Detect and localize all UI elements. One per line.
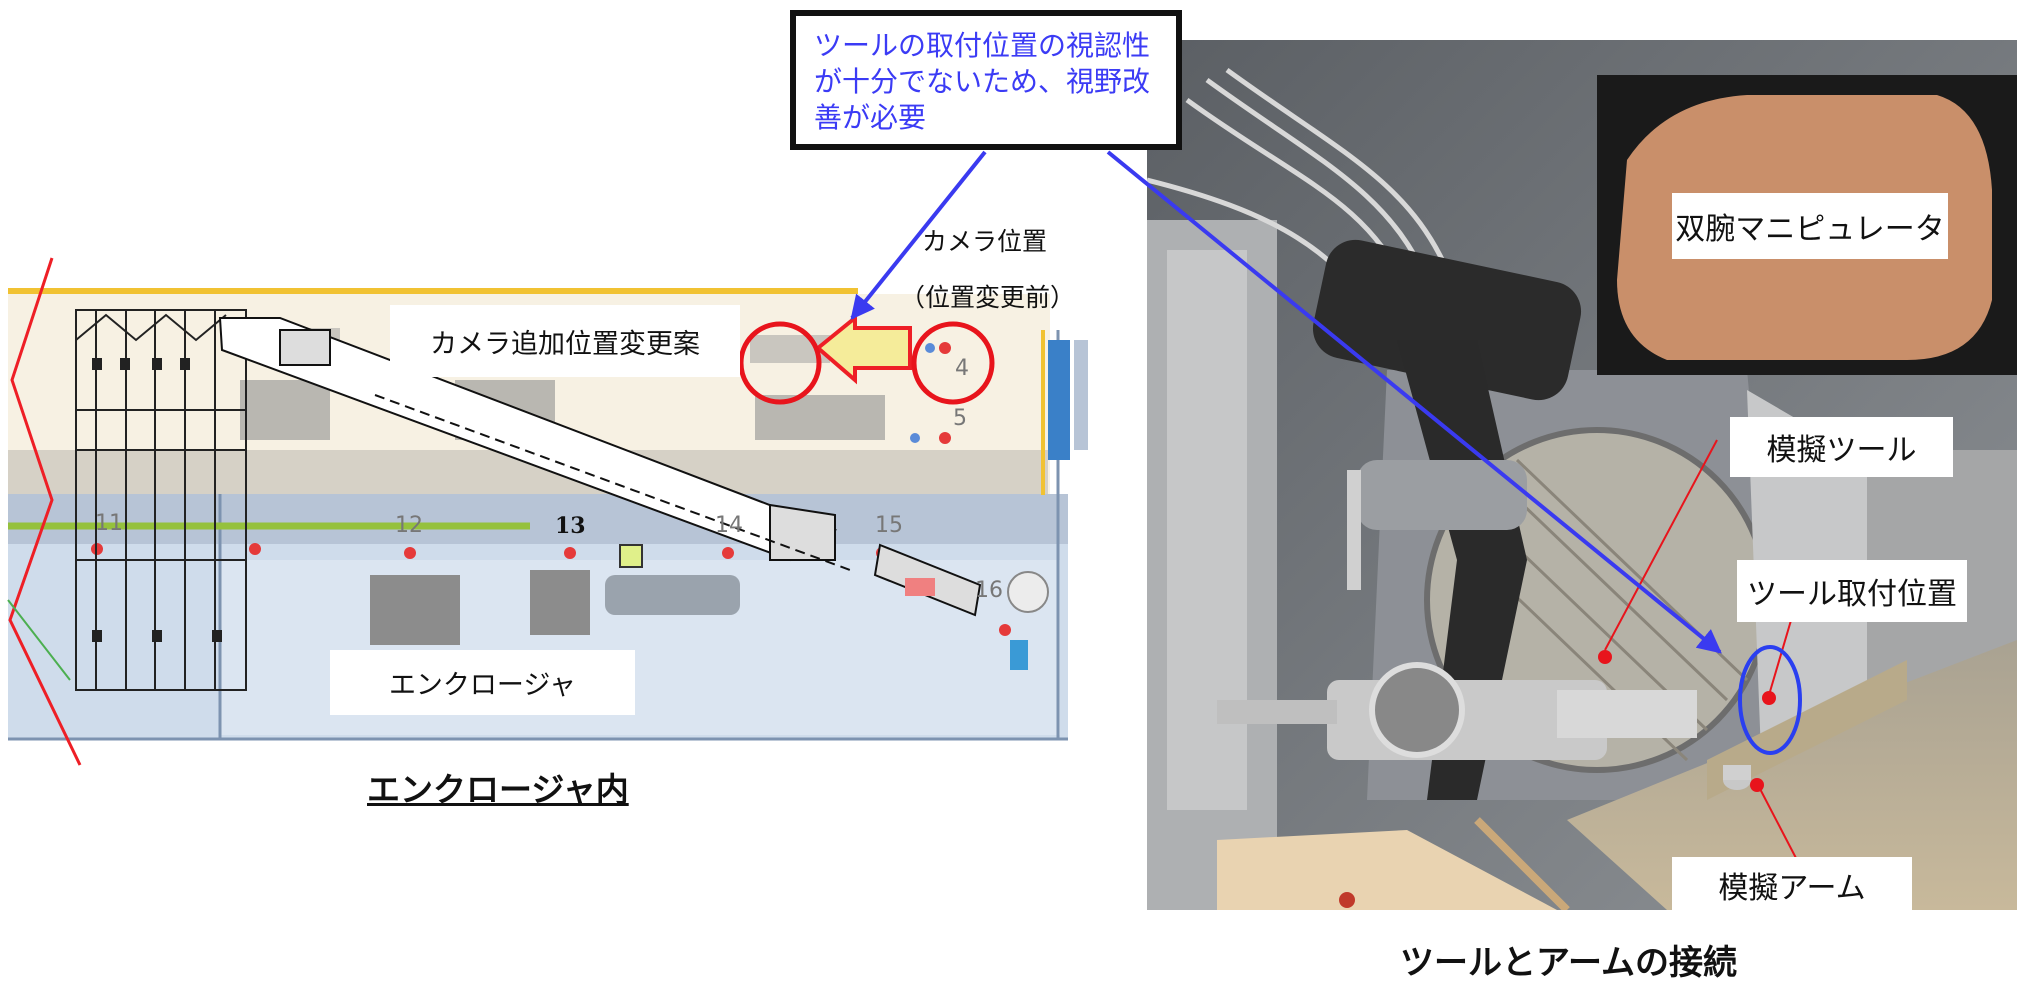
callout-line-2: が十分でないため、視野改	[814, 65, 1151, 98]
tool-mount-ring	[1738, 645, 1802, 755]
visibility-callout: ツールの取付位置の視認性 が十分でないため、視野改 善が必要	[790, 10, 1182, 150]
mock-arm-label: 模擬アーム	[1672, 857, 1912, 910]
manipulator-label: 双腕マニピュレータ	[1672, 193, 1948, 259]
zone-number-14: 14	[715, 513, 743, 538]
enclosure-caption: エンクロージャ内	[367, 770, 629, 809]
robot-photo: 双腕マニピュレータ 模擬ツール ツール取付位置 模擬アーム	[1147, 40, 2017, 910]
lower-track	[8, 494, 1068, 544]
move-camera-arrow	[814, 313, 912, 385]
zone-number-5: 5	[953, 406, 967, 431]
zone-number-12: 12	[395, 513, 423, 538]
zone-number-15: 15	[875, 513, 903, 538]
photo-caption: ツールとアームの接続	[1400, 943, 1737, 983]
zone-number-4: 4	[955, 356, 969, 381]
top-rail	[8, 288, 858, 294]
zone-number-11: 11	[95, 511, 123, 536]
camera-position-label: カメラ位置	[922, 227, 1048, 256]
zone-number-16: 16	[975, 578, 1003, 603]
callout-line-1: ツールの取付位置の視認性	[814, 29, 1151, 62]
current-camera-circle	[911, 321, 995, 405]
camera-position-sub-label: （位置変更前）	[900, 283, 1076, 312]
callout-line-3: 善が必要	[814, 101, 927, 134]
mock-tool-label: 模擬ツール	[1730, 417, 1953, 477]
proposed-camera-circle	[738, 321, 822, 405]
enclosure-label: エンクロージャ	[330, 650, 635, 715]
tool-mount-label: ツール取付位置	[1737, 560, 1967, 622]
zone-number-13: 13	[555, 513, 586, 539]
camera-proposal-label: カメラ追加位置変更案	[390, 305, 740, 377]
